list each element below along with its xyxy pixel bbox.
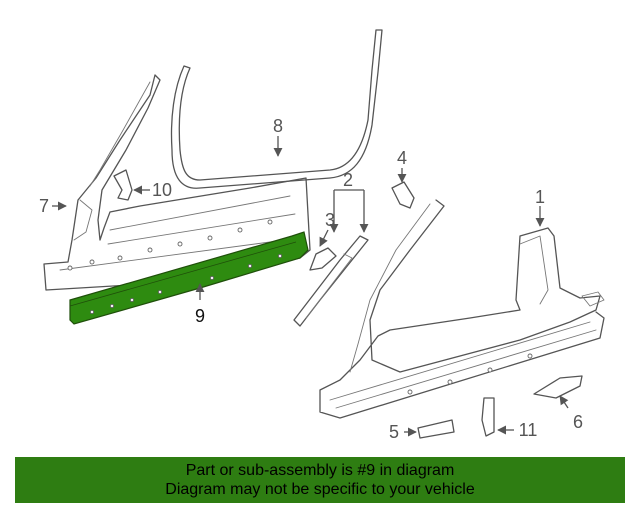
callout-4[interactable]: 4 xyxy=(397,148,407,168)
callout-10[interactable]: 10 xyxy=(152,180,172,200)
bracket-part-6[interactable] xyxy=(533,375,583,399)
callout-8[interactable]: 8 xyxy=(273,116,283,136)
callout-1[interactable]: 1 xyxy=(535,187,545,207)
bracket-part-4[interactable] xyxy=(391,181,415,209)
callout-5[interactable]: 5 xyxy=(389,422,399,442)
exploded-parts-diagram: 1 2 3 4 5 6 7 8 9 10 11 xyxy=(39,29,605,442)
rocker-reinforcement-part-9[interactable] xyxy=(69,231,309,325)
body-side-outer-part-7[interactable] xyxy=(43,74,311,291)
callout-2[interactable]: 2 xyxy=(343,170,353,190)
leader-lines xyxy=(52,136,569,437)
body-side-inner-part-1[interactable] xyxy=(319,199,605,419)
callout-3[interactable]: 3 xyxy=(325,210,335,230)
banner-line-disclaimer: Diagram may not be specific to your vehi… xyxy=(165,481,475,498)
info-banner: Part or sub-assembly is #9 in diagram Di… xyxy=(15,457,625,503)
pillar-reinforcement-part-2[interactable] xyxy=(293,235,369,327)
callout-6[interactable]: 6 xyxy=(573,412,583,432)
callout-9[interactable]: 9 xyxy=(195,306,205,326)
bracket-part-11[interactable] xyxy=(481,397,495,437)
banner-line-part-number: Part or sub-assembly is #9 in diagram xyxy=(185,462,455,479)
callout-7[interactable]: 7 xyxy=(39,196,49,216)
door-weatherstrip-part-8[interactable] xyxy=(170,29,383,189)
callout-11[interactable]: 11 xyxy=(519,420,538,440)
bracket-part-3[interactable] xyxy=(309,247,337,271)
bracket-part-10[interactable] xyxy=(113,169,133,201)
plate-part-5[interactable] xyxy=(417,419,455,439)
